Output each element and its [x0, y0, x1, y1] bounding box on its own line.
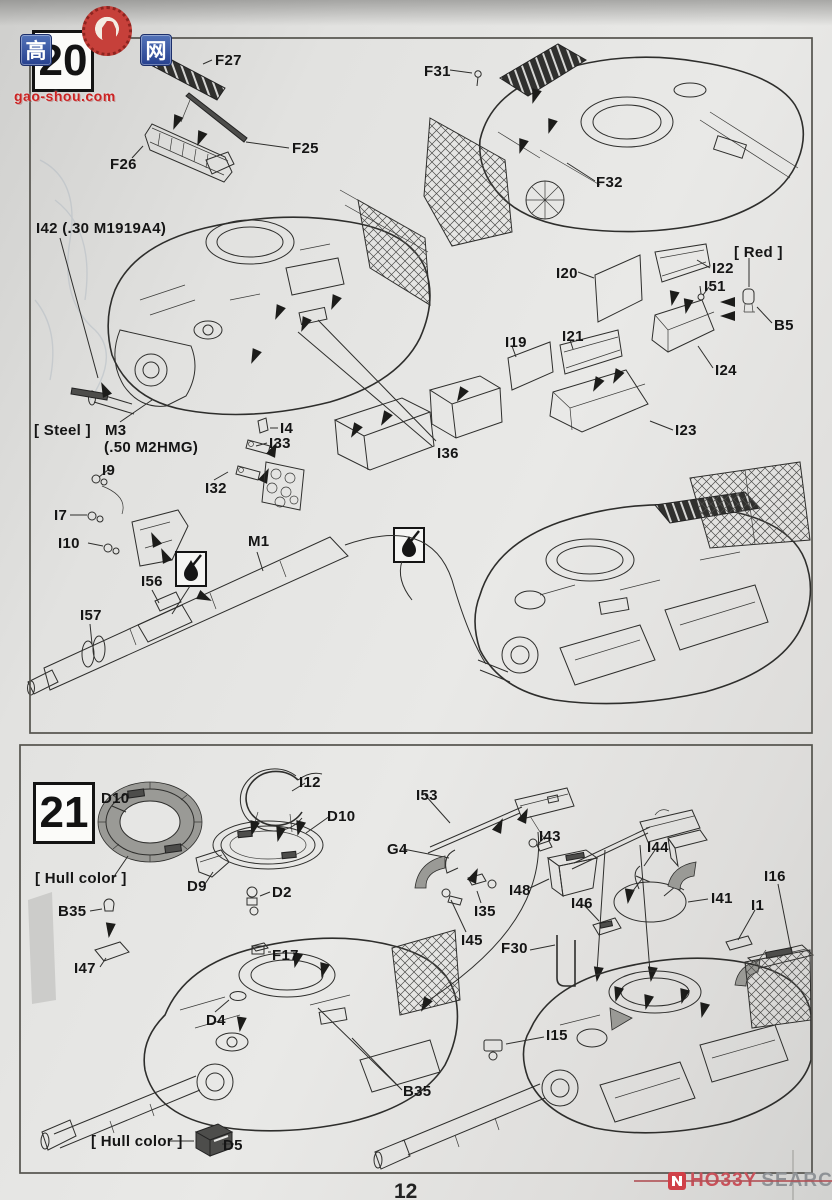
- part-label-f17: F17: [272, 947, 299, 964]
- part-label-i32: I32: [205, 480, 227, 497]
- part-label-b35-left: B35: [58, 903, 87, 920]
- part-label-i35: I35: [474, 903, 496, 920]
- gaoshou-watermark: 高 网 gao-shou.com: [14, 2, 214, 112]
- part-label-i33: I33: [269, 435, 291, 452]
- part-label-i19: I19: [505, 334, 527, 351]
- part-label-i1: I1: [751, 897, 765, 914]
- part-label-d5: D5: [223, 1137, 243, 1154]
- part-label-d9: D9: [187, 878, 207, 895]
- part-label-f30: F30: [501, 940, 528, 957]
- part-label-i21: I21: [562, 328, 584, 345]
- hobby-search-logo: HO33Y SEARCH: [634, 1168, 832, 1194]
- part-label-m3: M3: [105, 422, 127, 439]
- part-label-f27: F27: [215, 52, 242, 69]
- page-number: 12: [394, 1180, 418, 1200]
- part-label-b35-right: B35: [403, 1083, 432, 1100]
- part-label-i4: I4: [280, 420, 294, 437]
- part-label-d2: D2: [272, 884, 292, 901]
- logo-strikethrough-line: [634, 1180, 832, 1182]
- part-label-i23: I23: [675, 422, 697, 439]
- part-label-i46: I46: [571, 895, 593, 912]
- watermark-char-left: 高: [20, 34, 52, 66]
- part-label-i41: I41: [711, 890, 733, 907]
- part-label-m3-sub: (.50 M2HMG): [104, 439, 199, 456]
- part-label-i7: I7: [54, 507, 68, 524]
- part-label-i57: I57: [80, 607, 102, 624]
- part-label-i45: I45: [461, 932, 483, 949]
- part-label-i20: I20: [556, 265, 578, 282]
- part-label-i36: I36: [437, 445, 459, 462]
- part-label-i16: I16: [764, 868, 786, 885]
- watermark-char-right: 网: [140, 34, 172, 66]
- watermark-gear-icon: [82, 6, 132, 56]
- part-label-i15: I15: [546, 1027, 568, 1044]
- color-note-steel: [ Steel ]: [34, 422, 91, 439]
- part-label-i10: I10: [58, 535, 80, 552]
- part-label-f31: F31: [424, 63, 451, 80]
- color-note-hull-bottom: [ Hull color ]: [91, 1133, 183, 1150]
- part-label-i22: I22: [712, 260, 734, 277]
- step-21-number: 21: [39, 788, 89, 837]
- part-label-f26: F26: [110, 156, 137, 173]
- part-label-b5: B5: [774, 317, 794, 334]
- part-label-i56: I56: [141, 573, 163, 590]
- watermark-site-url: gao-shou.com: [14, 88, 116, 104]
- part-label-i42: I42 (.30 M1919A4): [36, 220, 167, 237]
- color-note-red: [ Red ]: [734, 244, 783, 261]
- part-label-d10-right: D10: [327, 808, 356, 825]
- part-label-i12: I12: [299, 774, 321, 791]
- part-label-i43: I43: [539, 828, 561, 845]
- part-label-d4: D4: [206, 1012, 226, 1029]
- step-21-number-box: 21: [33, 782, 95, 844]
- part-label-f25: F25: [292, 140, 319, 157]
- part-label-i24: I24: [715, 362, 737, 379]
- part-label-i9: I9: [102, 462, 116, 479]
- part-label-i51: I51: [704, 278, 726, 295]
- part-label-i48: I48: [509, 882, 531, 899]
- color-note-hull-top: [ Hull color ]: [35, 870, 127, 887]
- part-label-d10-left: D10: [101, 790, 130, 807]
- part-label-g4: G4: [387, 841, 408, 858]
- part-label-i47: I47: [74, 960, 96, 977]
- part-label-i53: I53: [416, 787, 438, 804]
- part-label-m1: M1: [248, 533, 270, 550]
- part-label-i44: I44: [647, 839, 669, 856]
- hobby-search-icon: [668, 1172, 686, 1190]
- part-label-f32: F32: [596, 174, 623, 191]
